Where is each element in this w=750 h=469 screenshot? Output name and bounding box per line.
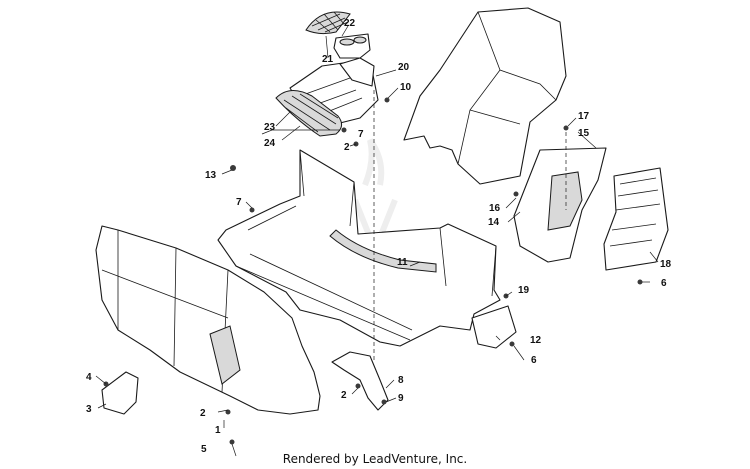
callout-6: 6 <box>661 278 667 289</box>
part-cup-holder <box>333 33 371 59</box>
callout-14: 14 <box>488 217 500 228</box>
part-bracket-left <box>101 371 139 415</box>
callout-5: 5 <box>201 444 207 455</box>
callout-17: 17 <box>578 111 590 122</box>
leader-lines <box>95 25 659 457</box>
part-storage-mat <box>305 11 351 35</box>
part-rear-panel <box>95 225 321 415</box>
callout-9: 9 <box>398 393 404 404</box>
part-fender-panel <box>403 7 567 185</box>
callout-22: 22 <box>344 18 356 29</box>
callout-12: 12 <box>530 335 542 346</box>
callout-2: 2 <box>344 142 350 153</box>
callout-10: 10 <box>400 82 412 93</box>
callout-15: 15 <box>578 128 590 139</box>
callout-3: 3 <box>86 404 92 415</box>
callout-8: 8 <box>398 375 404 386</box>
part-console-mat <box>275 90 342 137</box>
callout-7: 7 <box>236 197 242 208</box>
callout-13: 13 <box>205 170 217 181</box>
callout-19: 19 <box>518 285 530 296</box>
callout-6: 6 <box>531 355 537 366</box>
part-access-panel <box>471 305 517 349</box>
callout-4: 4 <box>86 372 92 383</box>
callout-1: 1 <box>215 425 221 436</box>
callout-20: 20 <box>398 62 410 73</box>
callout-16: 16 <box>489 203 501 214</box>
callout-11: 11 <box>397 257 408 268</box>
callout-23: 23 <box>264 122 276 133</box>
part-vent-grille <box>603 167 669 271</box>
callout-21: 21 <box>322 54 334 65</box>
callout-2: 2 <box>200 408 206 419</box>
part-side-panel <box>513 132 607 263</box>
part-floor-seal <box>329 229 437 273</box>
render-credit: Rendered by LeadVenture, Inc. <box>282 452 468 466</box>
callout-24: 24 <box>264 138 276 149</box>
callout-2: 2 <box>341 390 347 401</box>
callout-labels: 1 2 2 2 3 4 5 6 6 7 7 8 9 10 11 12 13 14… <box>86 18 672 455</box>
callout-18: 18 <box>660 259 672 270</box>
part-bracket-center <box>331 351 389 411</box>
callout-7: 7 <box>358 129 364 140</box>
